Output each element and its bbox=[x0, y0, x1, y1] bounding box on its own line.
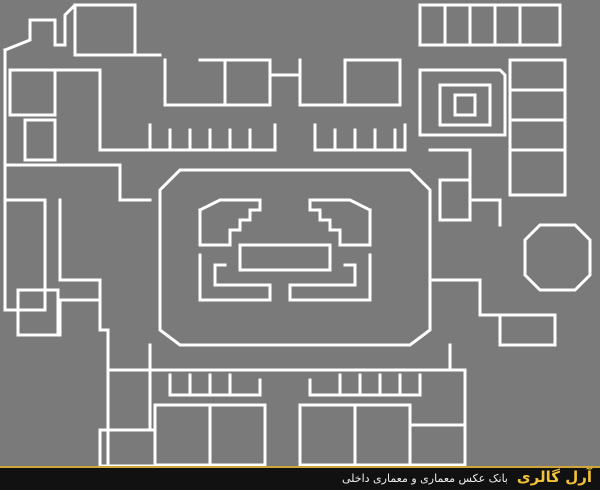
watermark-caption: بانک عکس معماری و معماری داخلی bbox=[341, 472, 508, 485]
block-top-right bbox=[298, 58, 347, 107]
wall-bottom-left bbox=[106, 368, 152, 432]
wall-bottom-right bbox=[448, 368, 467, 427]
inner-lower-right bbox=[288, 253, 372, 302]
room-left-box bbox=[16, 288, 60, 337]
watermark-brand: آرل گالری bbox=[516, 468, 592, 486]
inner-stair-left bbox=[197, 198, 262, 247]
inner-lower-left bbox=[198, 253, 272, 302]
wall-left-mid bbox=[3, 163, 152, 202]
room-left-big bbox=[3, 198, 47, 312]
block-top-left-2 bbox=[223, 58, 272, 107]
room-right-tall bbox=[508, 58, 567, 197]
central-hall bbox=[158, 168, 432, 347]
corridor-left bbox=[53, 68, 152, 152]
watermark-banner: آرل گالری بانک عکس معماری و معماری داخلی bbox=[0, 466, 600, 490]
room-right-lower bbox=[498, 313, 557, 347]
outer-wall-top-left bbox=[3, 3, 162, 57]
inner-stair-right bbox=[308, 198, 373, 247]
bottom-stairs-right bbox=[308, 373, 422, 397]
bottom-corridor bbox=[148, 343, 452, 372]
wall-left-lower bbox=[58, 198, 102, 302]
room-bottom-far-right bbox=[408, 423, 467, 467]
wall-right-2 bbox=[428, 278, 502, 317]
spiral-room bbox=[418, 68, 507, 137]
inner-stage bbox=[238, 243, 332, 272]
room-left-office bbox=[23, 118, 57, 162]
small-rooms-left bbox=[148, 123, 277, 152]
octagon-room bbox=[523, 223, 592, 292]
room-top-right-1 bbox=[418, 3, 562, 47]
bottom-stairs-left bbox=[168, 373, 262, 397]
room-top-left-b bbox=[8, 68, 57, 117]
room-top-left-a bbox=[73, 3, 137, 57]
block-top-left bbox=[163, 58, 227, 107]
small-rooms-right bbox=[313, 123, 407, 152]
room-right-mid bbox=[438, 178, 472, 222]
block-top-right-2 bbox=[343, 58, 402, 107]
